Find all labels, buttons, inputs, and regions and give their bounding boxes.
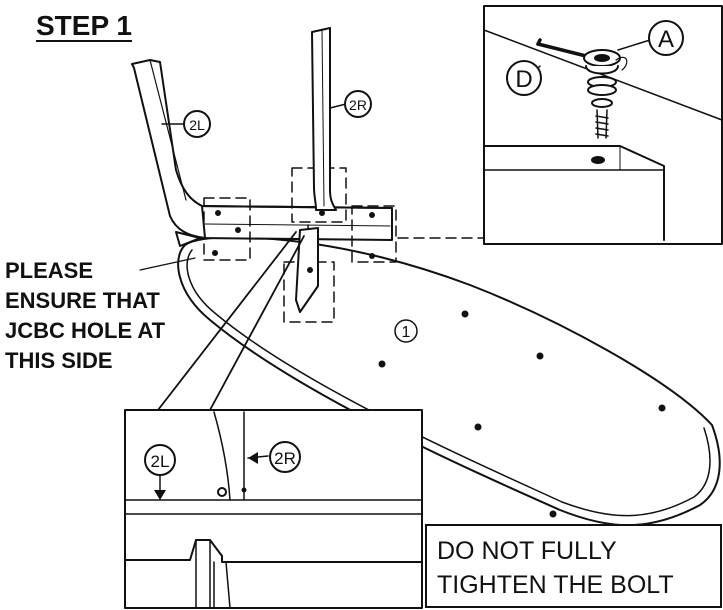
callout-d-label: D	[515, 66, 532, 93]
callout-a-label: A	[658, 26, 674, 53]
callout-zoom-2l-label: 2L	[151, 452, 170, 471]
warning-line: TIGHTEN THE BOLT	[437, 571, 674, 599]
bolt-icon	[583, 49, 621, 139]
base-plate	[177, 236, 721, 527]
note-line: ENSURE THAT	[5, 288, 160, 313]
warning-box: DO NOT FULLY TIGHTEN THE BOLT	[425, 524, 722, 608]
callout-zoom-2r-circle	[269, 441, 301, 473]
callout-2r-circle	[344, 90, 372, 118]
callout-zoom-2l-circle	[144, 444, 176, 476]
cross-bracket	[199, 205, 393, 259]
hole-orientation-note: PLEASE ENSURE THAT JCBC HOLE AT THIS SID…	[5, 256, 165, 376]
callout-2r-leader	[329, 103, 347, 109]
callout-2l-circle	[183, 110, 211, 138]
note-line: PLEASE	[5, 258, 94, 283]
step-title: STEP 1	[36, 10, 132, 41]
callout-base-label: 1	[402, 324, 411, 341]
callout-base-circle	[394, 319, 418, 343]
washer-icon	[587, 76, 617, 108]
bolt-detail-inset: A D	[483, 5, 723, 245]
callout-a-circle	[648, 20, 684, 56]
base-holes	[378, 310, 666, 518]
note-line: THIS SIDE	[5, 348, 113, 373]
center-lock	[295, 227, 319, 313]
note-line: JCBC HOLE AT	[5, 318, 166, 343]
joint-detail-inset: 2L 2R	[124, 409, 423, 609]
callout-2l-label: 2L	[189, 117, 205, 133]
callout-d-circle	[506, 60, 542, 96]
note-leader	[139, 257, 196, 271]
right-post	[311, 27, 337, 211]
left-post	[131, 59, 206, 247]
callout-2r-label: 2R	[349, 97, 367, 113]
zoom-lines	[157, 231, 305, 411]
bolt-leader-a	[617, 39, 651, 51]
callout-zoom-2r-label: 2R	[274, 449, 296, 468]
warning-line: DO NOT FULLY	[437, 537, 617, 565]
